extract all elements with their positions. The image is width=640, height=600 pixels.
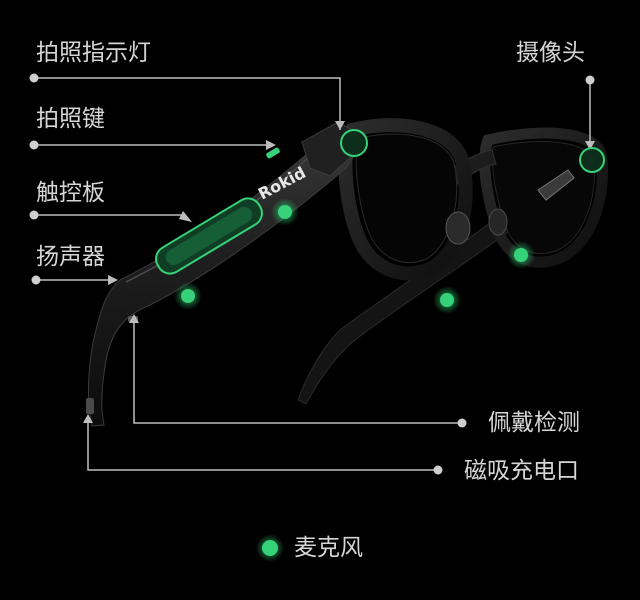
callout-magnetic-charging: 磁吸充电口 — [464, 458, 579, 484]
microphone-dots — [174, 198, 535, 314]
callout-touchpad: 触控板 — [36, 180, 105, 206]
mic-dot-3 — [433, 286, 461, 314]
nose-pad-left — [445, 211, 471, 245]
near-lens-frame — [338, 118, 473, 281]
legend-label: 麦克风 — [294, 535, 363, 561]
far-hinge-chip — [537, 169, 575, 201]
charging-port — [86, 398, 94, 414]
mic-dot-4 — [507, 241, 535, 269]
photo-indicator-ring — [340, 129, 368, 157]
callout-camera: 摄像头 — [516, 40, 585, 66]
leader-lines — [34, 77, 591, 471]
far-lens-frame — [479, 127, 609, 268]
nose-pad-right — [488, 208, 508, 236]
callout-speaker: 扬声器 — [36, 244, 105, 270]
callout-photo-key: 拍照键 — [36, 106, 105, 132]
callout-photo-indicator: 拍照指示灯 — [36, 40, 151, 66]
camera-ring — [579, 147, 605, 173]
leader-endpoints — [29, 73, 595, 475]
callout-wear-detection: 佩戴检测 — [488, 410, 580, 436]
mic-dot-1 — [271, 198, 299, 226]
mic-dot-2 — [174, 282, 202, 310]
leader-arrowheads — [83, 121, 595, 423]
photo-key — [266, 147, 280, 159]
legend-mic-dot — [256, 534, 284, 562]
far-temple-arm — [297, 199, 531, 405]
